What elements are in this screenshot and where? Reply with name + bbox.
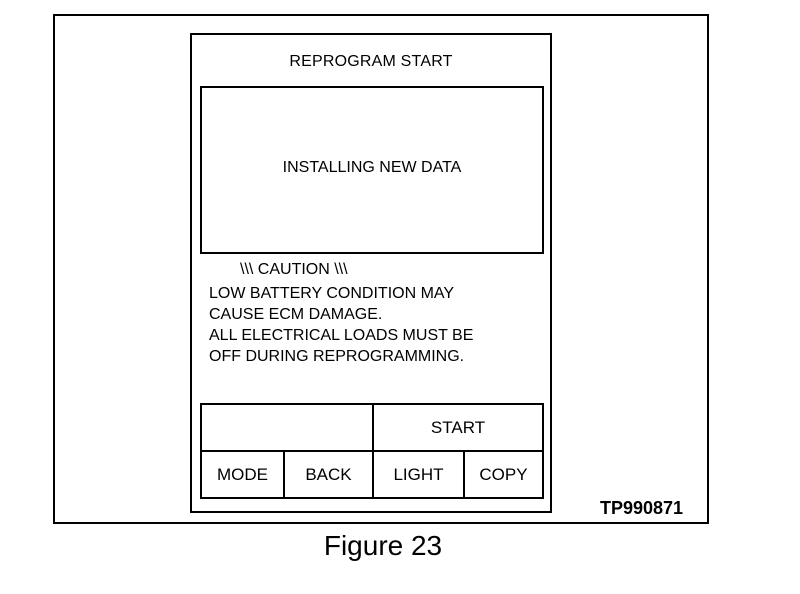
keypad-divider-left — [283, 450, 285, 497]
caution-heading: \\\ CAUTION \\\ — [240, 261, 348, 278]
blank-key[interactable] — [202, 405, 372, 450]
display-text: INSTALLING NEW DATA — [282, 159, 462, 176]
back-key[interactable]: BACK — [305, 464, 352, 484]
tester-screen: REPROGRAM START INSTALLING NEW DATA \\\ … — [190, 33, 552, 513]
light-key[interactable]: LIGHT — [393, 464, 444, 484]
display-box: INSTALLING NEW DATA — [200, 86, 544, 254]
figure-caption: Figure 23 — [323, 530, 443, 561]
mode-key[interactable]: MODE — [217, 464, 268, 484]
figure-frame — [53, 14, 709, 524]
caution-line-1: LOW BATTERY CONDITION MAY — [209, 285, 455, 302]
screen-title: REPROGRAM START — [289, 53, 453, 70]
caution-line-3: ALL ELECTRICAL LOADS MUST BE — [209, 327, 474, 344]
copy-key[interactable]: COPY — [479, 464, 528, 484]
caution-line-2: CAUSE ECM DAMAGE. — [209, 306, 383, 323]
keypad-divider-center — [372, 405, 374, 497]
caution-line-4: OFF DURING REPROGRAMMING. — [209, 348, 465, 365]
start-key[interactable]: START — [430, 417, 486, 437]
figure-code: TP990871 — [600, 498, 684, 518]
keypad-divider-right — [463, 450, 465, 497]
softkey-panel: START MODE BACK LIGHT COPY — [200, 403, 544, 499]
